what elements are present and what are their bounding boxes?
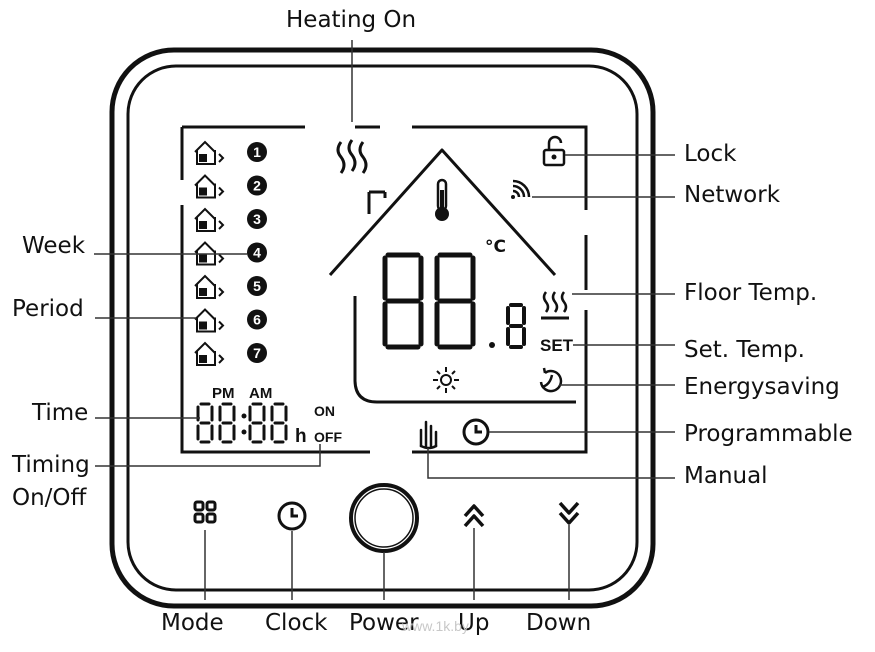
- up-button[interactable]: [463, 504, 485, 528]
- week-day-3: 3: [247, 209, 267, 229]
- svg-text:1: 1: [208, 156, 213, 165]
- label-clock: Clock: [265, 610, 328, 636]
- device-inner-frame: [126, 64, 639, 592]
- svg-text:3: 3: [253, 211, 261, 227]
- week-day-4: 4: [247, 242, 267, 263]
- lock-icon: [542, 135, 566, 167]
- clock-button[interactable]: [277, 501, 307, 531]
- floor-heating-icon: [541, 291, 569, 320]
- period-house-icon: 2: [194, 174, 225, 199]
- svg-text:3: 3: [208, 223, 213, 232]
- label-energysaving: Energysaving: [684, 374, 840, 400]
- energysaving-icon: [539, 367, 563, 393]
- label-week: Week: [22, 233, 86, 259]
- temp-digit: [382, 252, 424, 350]
- period-house-icon: 5: [194, 274, 225, 299]
- temp-digit: [434, 252, 476, 350]
- clock-digit: [196, 402, 214, 444]
- device-outer-frame: [109, 47, 656, 609]
- week-day-2: 2: [247, 175, 267, 196]
- period-icons: 1 2 3 4 5 6: [194, 140, 225, 366]
- label-manual: Manual: [684, 463, 768, 489]
- clock-digit: [218, 402, 236, 444]
- label-heating-on: Heating On: [286, 7, 417, 33]
- label-timing-line2: On/Off: [12, 485, 87, 511]
- clock-digit: [270, 402, 288, 444]
- clock-digit: [248, 402, 266, 444]
- temp-decimal-digit: [506, 303, 526, 349]
- programmable-clock-icon: [462, 418, 490, 446]
- am-indicator: AM: [249, 385, 272, 402]
- svg-text:4: 4: [208, 257, 213, 266]
- lcd-border: [180, 125, 588, 454]
- period-house-icon: 6: [194, 308, 225, 333]
- pm-indicator: PM: [212, 385, 235, 402]
- svg-text:2: 2: [253, 178, 261, 194]
- clock-segment-display: [196, 402, 288, 444]
- label-network: Network: [684, 182, 781, 208]
- label-floor-temp: Floor Temp.: [684, 280, 818, 306]
- clock-hour-suffix: h: [295, 426, 307, 447]
- heating-wave-icon: [336, 139, 368, 174]
- mode-button[interactable]: [193, 500, 217, 524]
- thermometer-icon: [435, 178, 449, 221]
- week-day-indicators: 1 2 3 4 5 6 7: [247, 142, 267, 363]
- network-icon: [511, 179, 531, 199]
- period-house-icon: [194, 341, 225, 366]
- sun-icon: [433, 367, 459, 393]
- week-day-7: 7: [247, 343, 267, 363]
- svg-text:5: 5: [208, 290, 213, 299]
- week-day-5: 5: [247, 276, 267, 296]
- power-button[interactable]: [349, 483, 419, 553]
- label-up: Up: [458, 610, 490, 636]
- svg-text:7: 7: [253, 345, 261, 361]
- label-down: Down: [526, 610, 592, 636]
- house-outline: [328, 148, 576, 404]
- leader-manual: [427, 448, 675, 479]
- watermark: www.1k.by: [402, 618, 469, 634]
- label-mode: Mode: [161, 610, 224, 636]
- decimal-point: [489, 342, 495, 348]
- svg-text:6: 6: [208, 324, 213, 333]
- down-button[interactable]: [558, 501, 580, 525]
- week-day-1: 1: [247, 142, 267, 162]
- svg-text:2: 2: [208, 190, 213, 199]
- set-temp-label: SET: [540, 336, 574, 355]
- period-house-icon: 3: [194, 207, 225, 232]
- period-house-icon: 1: [194, 140, 225, 165]
- label-programmable: Programmable: [684, 421, 853, 447]
- svg-text:4: 4: [253, 245, 261, 261]
- svg-text:6: 6: [253, 312, 261, 328]
- svg-text:5: 5: [253, 278, 261, 294]
- leader-lines: [94, 40, 675, 600]
- label-lock: Lock: [684, 141, 737, 167]
- manual-hand-icon: [419, 420, 438, 450]
- label-set-temp: Set. Temp.: [684, 337, 805, 363]
- label-time: Time: [32, 400, 89, 426]
- leader-timing: [95, 444, 321, 467]
- label-period: Period: [12, 296, 84, 322]
- timer-off-indicator: OFF: [314, 429, 342, 445]
- temperature-unit: °C: [485, 237, 506, 257]
- temperature-segment-display: [382, 252, 526, 350]
- period-house-icon: 4: [194, 241, 225, 266]
- label-timing-line1: Timing: [12, 452, 90, 478]
- svg-text:1: 1: [253, 144, 261, 160]
- timer-on-indicator: ON: [314, 403, 335, 419]
- label-power: Power: [349, 610, 419, 636]
- week-day-6: 6: [247, 309, 267, 330]
